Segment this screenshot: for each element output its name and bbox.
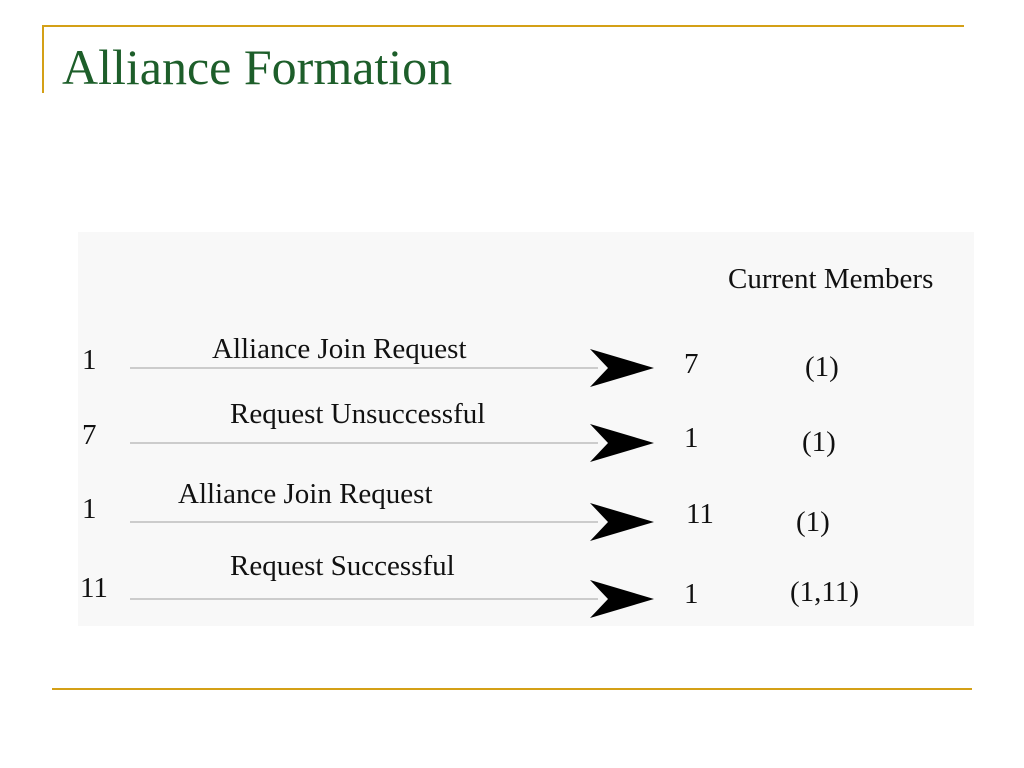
current-members-header: Current Members	[728, 263, 933, 295]
message-row: 11 Request Successful 1 (1,11)	[80, 550, 859, 618]
footer-rule	[52, 688, 972, 690]
receiver-node: 7	[684, 348, 699, 380]
current-members-value: (1,11)	[790, 576, 859, 608]
receiver-node: 11	[686, 498, 714, 530]
arrowhead-icon	[590, 349, 654, 387]
arrowhead-icon	[590, 503, 654, 541]
sender-node: 7	[82, 419, 97, 451]
title-top-rule	[42, 25, 964, 27]
message-label: Request Successful	[230, 550, 455, 582]
arrowhead-icon	[590, 580, 654, 618]
arrowhead-icon	[590, 424, 654, 462]
title-left-rule	[42, 25, 44, 93]
message-label: Request Unsuccessful	[230, 398, 485, 430]
sender-node: 1	[82, 344, 97, 376]
message-row: 1 Alliance Join Request 7 (1)	[82, 333, 839, 387]
message-row: 1 Alliance Join Request 11 (1)	[82, 478, 830, 541]
message-row: 7 Request Unsuccessful 1 (1)	[82, 398, 836, 462]
sender-node: 1	[82, 493, 97, 525]
sender-node: 11	[80, 572, 108, 604]
current-members-value: (1)	[796, 506, 830, 538]
current-members-value: (1)	[802, 426, 836, 458]
message-label: Alliance Join Request	[178, 478, 433, 510]
receiver-node: 1	[684, 578, 699, 610]
message-label: Alliance Join Request	[212, 333, 467, 365]
slide-title: Alliance Formation	[62, 39, 453, 95]
receiver-node: 1	[684, 422, 699, 454]
current-members-value: (1)	[805, 351, 839, 383]
